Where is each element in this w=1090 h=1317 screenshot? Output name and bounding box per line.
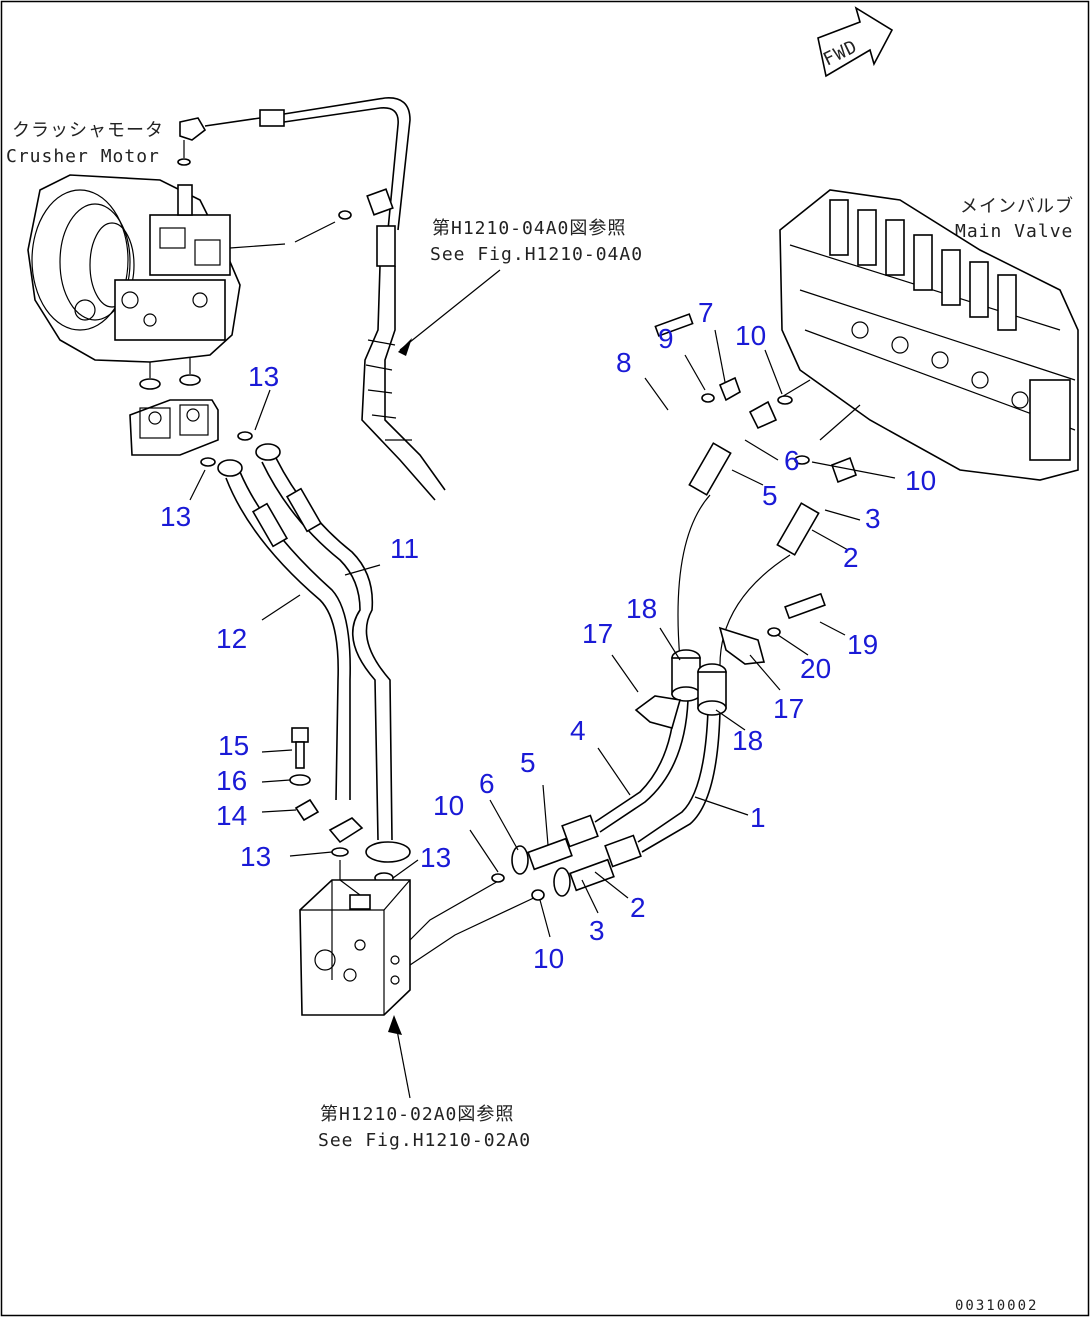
callout-numbers: 1 2 2 3 3 4 5 5 6 6 7 8 9 10 10 10 10 11… bbox=[160, 297, 936, 974]
callout-20: 20 bbox=[800, 653, 831, 684]
callout-13: 13 bbox=[248, 361, 279, 392]
ref-top-leader bbox=[399, 269, 501, 351]
callout-6: 6 bbox=[784, 445, 800, 476]
callout-16: 16 bbox=[216, 765, 247, 796]
callout-11: 11 bbox=[390, 533, 419, 564]
callout-12: 12 bbox=[216, 623, 247, 654]
fwd-label: FWD bbox=[820, 36, 861, 70]
ref-top-jp: 第H1210-04A0図参照 bbox=[432, 218, 626, 239]
main-valve-label-en: Main Valve bbox=[955, 221, 1073, 242]
callout-10: 10 bbox=[735, 320, 766, 351]
callout-14: 14 bbox=[216, 800, 247, 831]
fwd-arrow-icon: FWD bbox=[817, 6, 894, 78]
clamp-hardware bbox=[289, 727, 394, 884]
main-valve-label-jp: メインバルブ bbox=[960, 195, 1074, 217]
callout-1: 1 bbox=[750, 802, 766, 833]
upper-right-fittings bbox=[654, 313, 858, 666]
ref-bottom-leader bbox=[395, 1024, 411, 1099]
callout-13: 13 bbox=[160, 501, 191, 532]
callout-2: 2 bbox=[630, 892, 646, 923]
crusher-motor-label-jp: クラッシャモータ bbox=[12, 120, 164, 141]
callout-17: 17 bbox=[582, 618, 613, 649]
lower-hoses bbox=[409, 592, 826, 966]
callout-17: 17 bbox=[773, 693, 804, 724]
manifold-blocks-upper bbox=[129, 399, 253, 467]
figure-code: 00310002 bbox=[955, 1298, 1038, 1314]
ref-top-en: See Fig.H1210-04A0 bbox=[430, 244, 643, 265]
callout-15: 15 bbox=[218, 730, 249, 761]
crusher-motor-label-en: Crusher Motor bbox=[6, 146, 160, 167]
callout-10: 10 bbox=[533, 943, 564, 974]
ref-bottom-en: See Fig.H1210-02A0 bbox=[318, 1130, 531, 1151]
callout-13: 13 bbox=[420, 842, 451, 873]
callout-19: 19 bbox=[847, 629, 878, 660]
callout-13: 13 bbox=[240, 841, 271, 872]
hoses-11-12 bbox=[217, 443, 411, 863]
callout-7: 7 bbox=[698, 297, 714, 328]
callout-3: 3 bbox=[865, 503, 881, 534]
callout-18: 18 bbox=[626, 593, 657, 624]
callout-leaders bbox=[189, 329, 896, 938]
main-valve bbox=[779, 189, 1079, 481]
callout-3: 3 bbox=[589, 915, 605, 946]
callout-9: 9 bbox=[658, 323, 674, 354]
callout-6: 6 bbox=[479, 768, 495, 799]
callout-2: 2 bbox=[843, 542, 859, 573]
upper-hose bbox=[177, 97, 446, 501]
callout-5: 5 bbox=[762, 480, 778, 511]
callout-5: 5 bbox=[520, 747, 536, 778]
ref-bottom-jp: 第H1210-02A0図参照 bbox=[320, 1104, 514, 1125]
callout-18: 18 bbox=[732, 725, 763, 756]
crusher-motor bbox=[27, 174, 352, 390]
callout-10: 10 bbox=[433, 790, 464, 821]
callout-10: 10 bbox=[905, 465, 936, 496]
callout-4: 4 bbox=[570, 715, 586, 746]
lower-manifold-block bbox=[299, 860, 411, 1016]
callout-8: 8 bbox=[616, 347, 632, 378]
